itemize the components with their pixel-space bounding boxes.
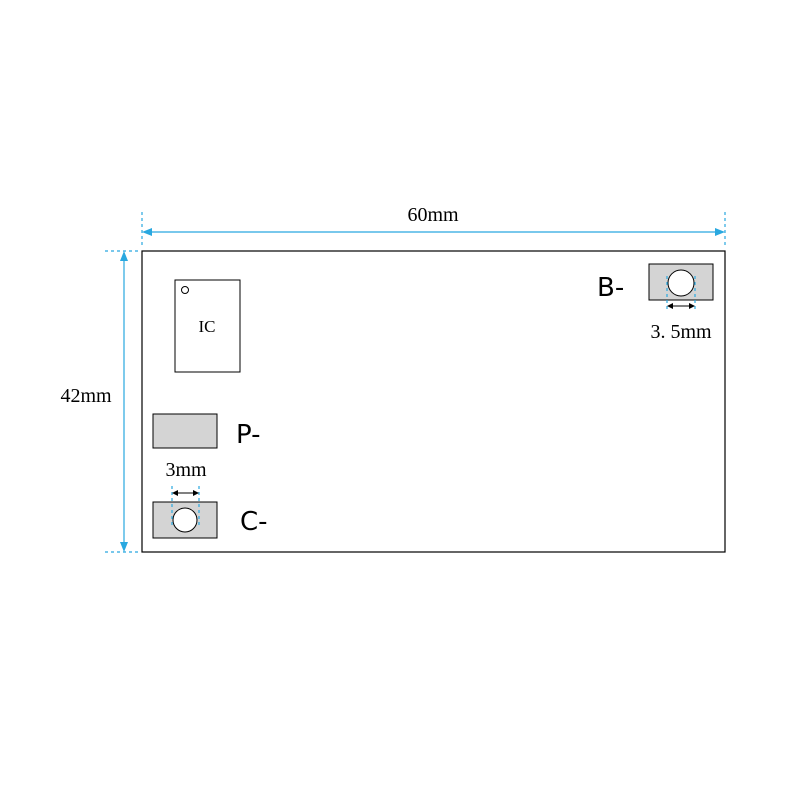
width-dimension: 60mm (141, 204, 726, 248)
ic-label: IC (199, 317, 216, 336)
ic-pin1-marker (181, 286, 189, 294)
pad-p-label: P- (236, 420, 261, 450)
height-dimension: 42mm (60, 250, 140, 553)
hole-small-label: 3mm (165, 459, 207, 481)
pad-b-label: B- (597, 273, 624, 303)
pad-c-hole (172, 507, 198, 533)
pad-c-label: C- (240, 507, 268, 537)
pad-b-minus: B- (597, 263, 714, 303)
hole-large-dimension: 3. 5mm (650, 276, 712, 343)
hole-small-dimension: 3mm (165, 459, 207, 528)
pad-b-hole (667, 269, 695, 297)
pad-c-minus: C- (152, 501, 268, 539)
pad-p-minus: P- (152, 413, 261, 450)
height-dimension-label: 42mm (60, 385, 112, 407)
ic-chip: IC (174, 279, 241, 373)
width-dimension-label: 60mm (407, 204, 459, 226)
hole-large-label: 3. 5mm (650, 321, 712, 343)
